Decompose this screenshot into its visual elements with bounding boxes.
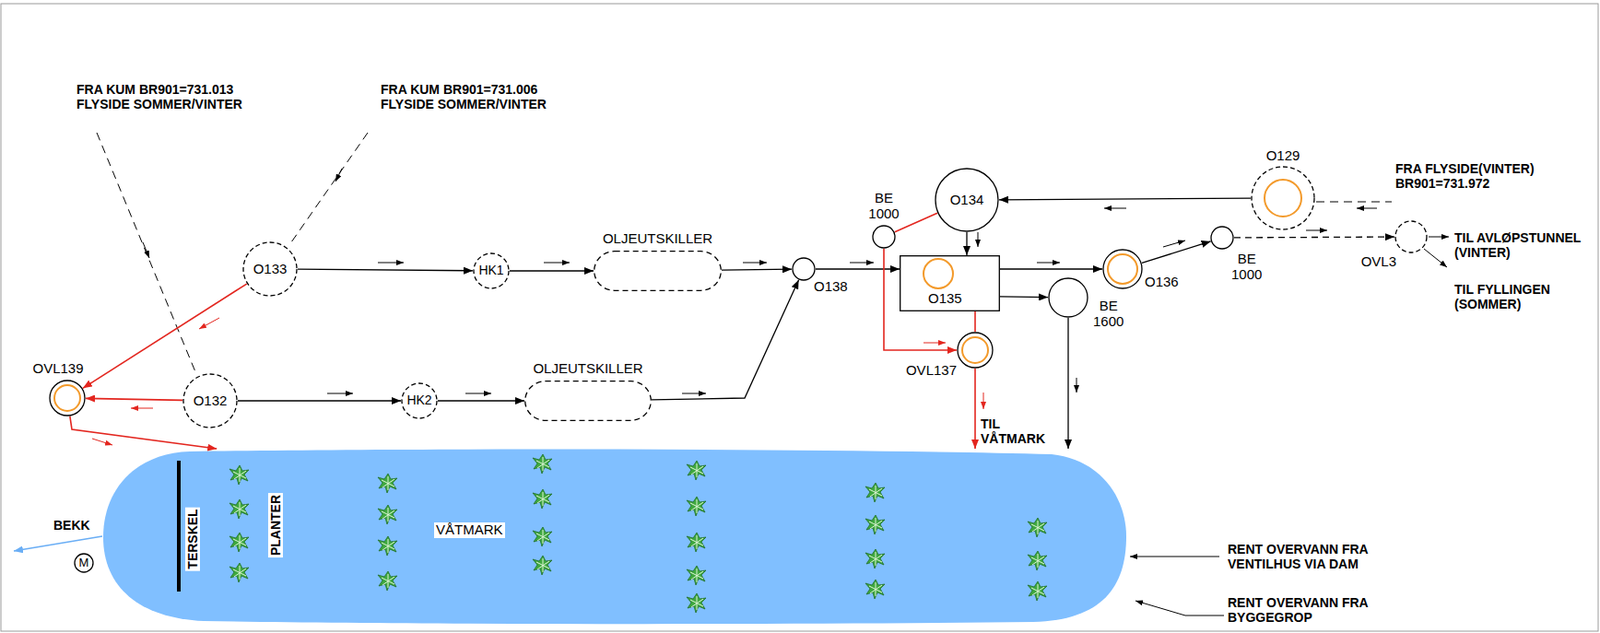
manhole: BE 1000 [871,224,896,249]
wetland: VÅTMARK [102,448,1128,625]
manhole: BE 1600 [1047,277,1089,318]
connector [1141,241,1212,264]
node-label: BE 1600 [1093,298,1124,330]
shape-outline [956,331,994,369]
stream-label: BEKK [53,517,91,533]
manhole: O138 [791,257,816,282]
connector [651,280,800,400]
node-label: OLJEUTSKILLER [532,361,643,377]
manhole: O136 [1102,248,1143,290]
connector [237,400,401,401]
inflow-note: RENT OVERVANN FRA VENTILHUS VIA DAM [1227,541,1399,572]
node-label: BE 1000 [868,190,899,222]
connector [999,198,1251,200]
connector [1000,268,1103,270]
oil-separator: OLJEUTSKILLER [593,250,722,292]
node-label: O135 [928,291,963,307]
connector [1000,295,1048,298]
destination-note: TIL AVLØPSTUNNEL (VINTER) [1454,230,1584,260]
shape-outline [1250,165,1316,231]
connector [1067,317,1069,449]
node-label: HK1 [478,263,504,278]
connector [721,269,792,271]
node-label: OVL3 [1361,254,1397,271]
source-note: FRA KUM BR901=731.013 FLYSIDE SOMMER/VIN… [76,82,266,112]
shape-outline [524,380,652,422]
shape-outline [102,448,1128,625]
node-label: OVL137 [905,363,957,379]
node-label: BE 1000 [1231,251,1262,283]
plants-label: PLANTER [268,493,283,558]
stream-outlet [13,536,103,552]
shape-outline [48,379,86,417]
shape-outline [1102,248,1143,290]
manhole: O129 [1250,165,1316,231]
feed-lines [96,132,1449,616]
node-label: OVL139 [32,361,83,377]
weir-line [176,460,181,592]
flow-arrows-red [92,317,984,446]
valve-chamber: OVL139 [48,379,86,417]
destination-note: TIL FYLLINGEN (SOMMER) [1454,282,1556,312]
inflow-note: RENT OVERVANN FRA BYGGEGROP [1227,595,1399,625]
shape-outline [791,257,816,282]
connector [297,269,473,271]
connector [82,283,248,389]
node-label: VÅTMARK [434,522,506,539]
node-label: OLJEUTSKILLER [602,231,713,248]
weir-label: TERSKEL [185,506,200,571]
connector [815,268,900,270]
connector [85,398,183,400]
node-label: O129 [1266,148,1301,165]
shape-outline [1210,225,1235,250]
edge-label: TIL VÅTMARK [980,416,1046,447]
connector [1234,235,1395,238]
manhole: HK2 [400,382,438,420]
connector [974,311,977,332]
connector [894,212,938,233]
node-label: HK2 [406,393,432,408]
node-label: O134 [950,192,985,209]
connector [437,400,525,401]
shape-outline [1394,220,1428,254]
manhole: O132 [182,373,238,429]
measuring-point: M [73,552,95,574]
valve-chamber: OVL137 [956,331,994,369]
oil-separator: OLJEUTSKILLER [524,380,652,422]
valve-chamber: OVL3 [1394,220,1428,254]
connector [965,232,967,256]
chamber-box: O135 [899,255,1000,312]
shape-outline [871,224,896,249]
node-label: M [79,556,90,570]
connector [974,368,977,449]
shape-outline [1047,277,1089,318]
manhole: O133 [242,241,298,297]
plants [229,454,1048,613]
node-label: O136 [1144,274,1179,291]
node-label: O132 [193,393,228,410]
manhole: HK1 [472,252,510,290]
node-label: O138 [813,279,848,295]
frame [0,3,1599,632]
manhole: BE 1000 [1210,225,1235,250]
flow-arrows [142,168,1377,394]
manhole: O134 [934,167,1000,233]
source-note: FRA FLYSIDE(VINTER) BR901=731.972 [1395,161,1571,191]
source-note: FRA KUM BR901=731.006 FLYSIDE SOMMER/VIN… [380,82,570,112]
node-label: O133 [253,261,288,278]
connector [509,270,594,271]
shape-outline [593,250,722,292]
